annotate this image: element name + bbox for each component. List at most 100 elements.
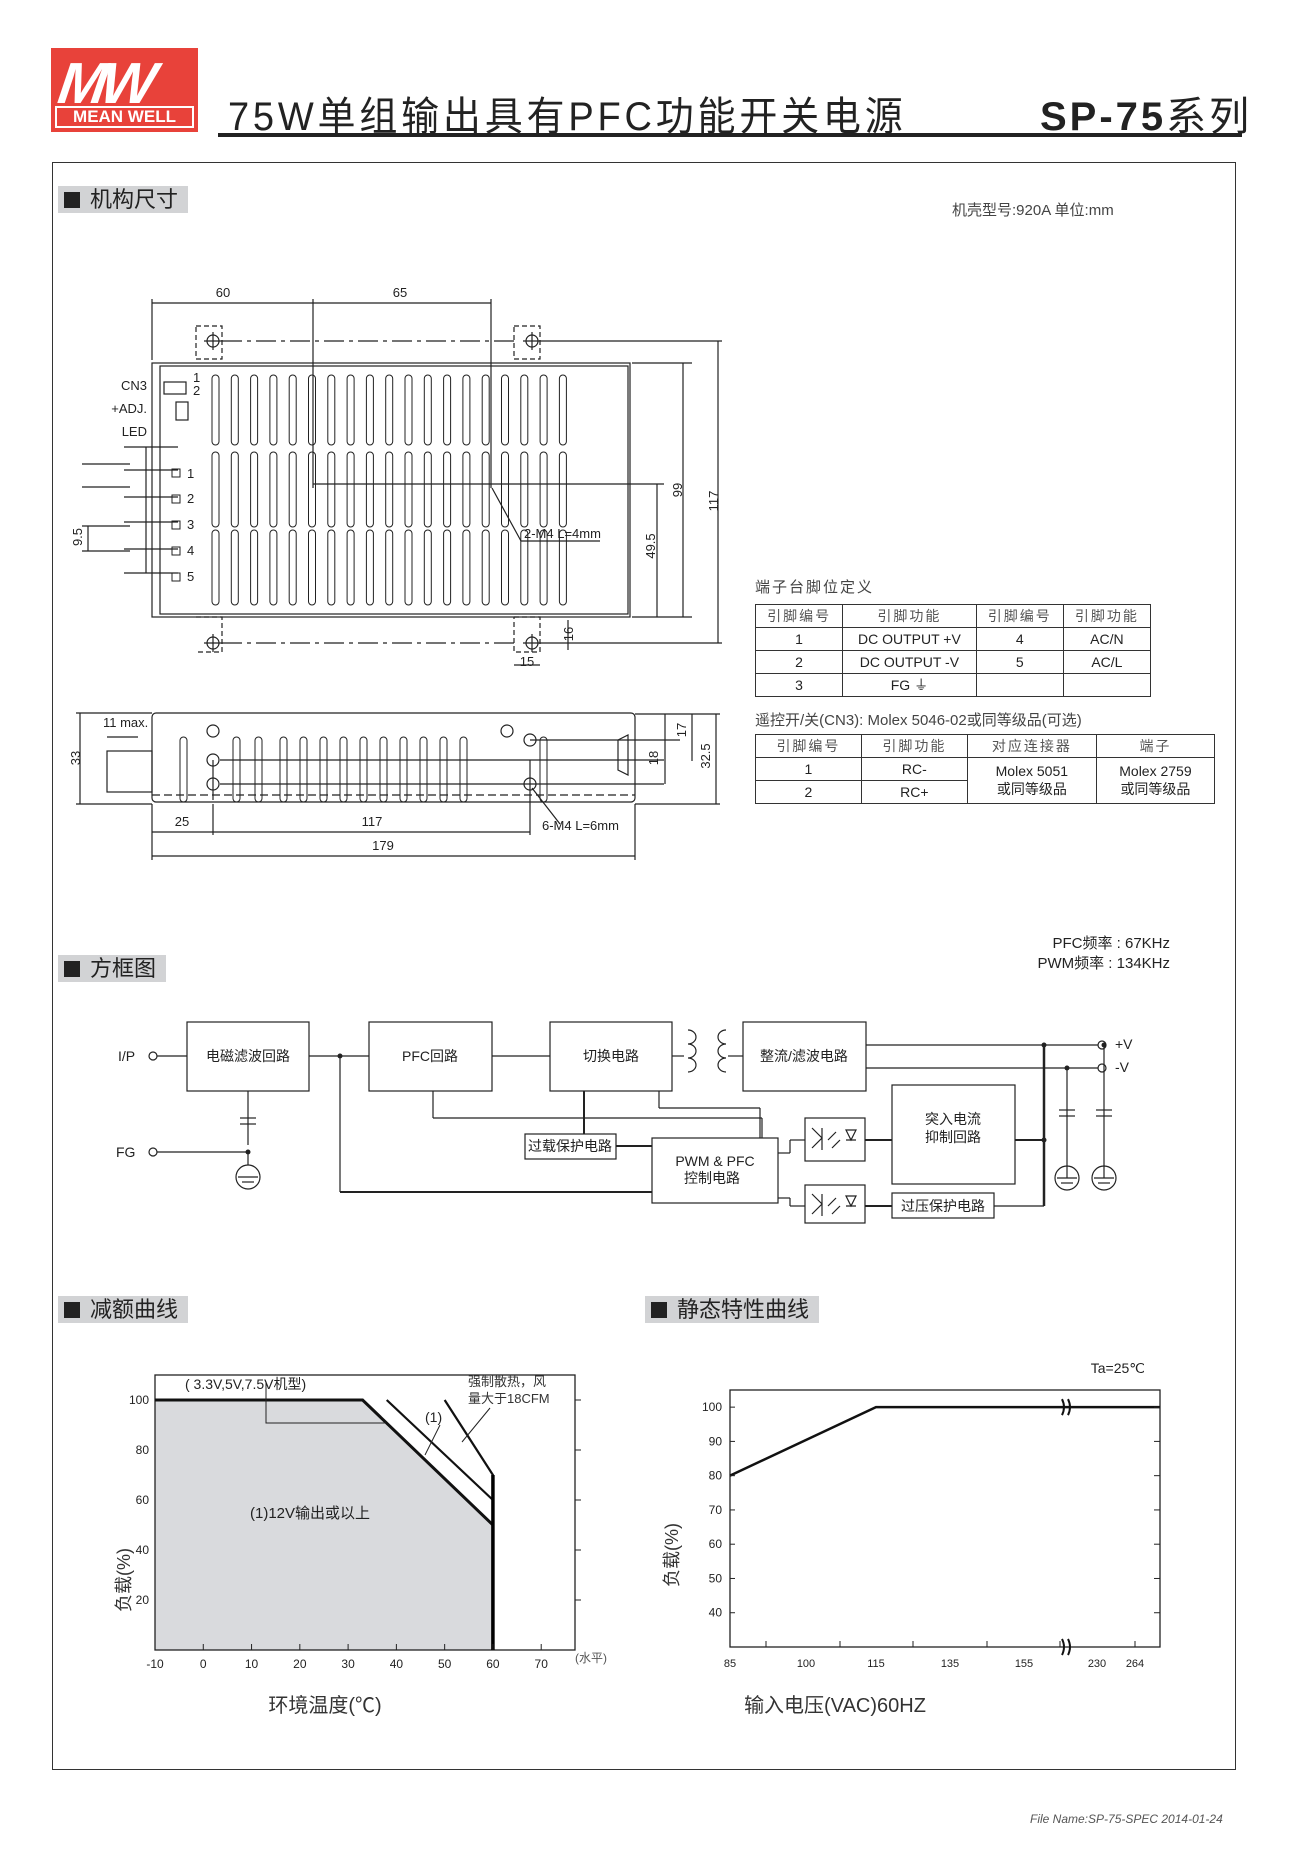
side-vent-slot <box>279 736 288 803</box>
side-vent-slot <box>439 736 448 803</box>
cell: 3 <box>754 673 844 697</box>
vent-slot <box>346 374 355 446</box>
table-row: 1 DC OUTPUT +V 4 AC/N <box>754 627 1152 651</box>
block-inrush-label-1: 突入电流 <box>925 1111 981 1127</box>
static-ylabel: 负载(%) <box>662 1523 682 1587</box>
note-fan-1: 强制散热，风 <box>468 1374 546 1389</box>
note-fan-leader <box>461 1407 491 1443</box>
vent-slot <box>481 529 490 606</box>
vent-slot <box>288 529 297 606</box>
vent-slot <box>462 529 471 606</box>
vent-slot <box>423 451 432 528</box>
vent-slot <box>501 374 509 446</box>
x-tick-label: 20 <box>293 1657 307 1671</box>
vent-slot <box>481 374 490 446</box>
section-bullet <box>651 1302 667 1318</box>
doc-title: 75W单组输出具有PFC功能开关电源 <box>228 95 907 139</box>
derating-area <box>155 1400 493 1650</box>
vent-slot <box>211 451 220 528</box>
section-title: 减额曲线 <box>90 1297 179 1322</box>
pwm-freq: PWM频率 : 134KHz <box>1037 955 1170 972</box>
vent-slot <box>385 374 394 446</box>
note-models: ( 3.3V,5V,7.5V机型) <box>185 1376 306 1392</box>
terminal-equiv: 或同等级品 <box>1120 780 1191 797</box>
cell: 2 <box>755 780 862 804</box>
vent-slot <box>520 451 529 528</box>
cell <box>1062 673 1152 697</box>
cell: FG ⏚ <box>842 673 977 697</box>
cell: DC OUTPUT +V <box>842 627 977 651</box>
dim-60: 60 <box>216 285 230 300</box>
block-olp-label: 过载保护电路 <box>528 1138 612 1154</box>
terminal-3: 3 <box>187 517 194 532</box>
vent-slot <box>269 451 278 528</box>
side-vent-slot <box>539 736 548 803</box>
block-emi-label: 电磁滤波回路 <box>206 1048 290 1064</box>
cell: 1 <box>754 627 844 651</box>
derating-line-1 <box>385 1399 494 1501</box>
vent-slot <box>327 451 336 528</box>
block-ctrl-label-1: PWM & PFC <box>675 1153 754 1169</box>
vent-slot <box>558 529 567 606</box>
vent-slot <box>501 529 509 606</box>
x-tick-label: 155 <box>1015 1658 1033 1670</box>
label-neg-v: -V <box>1115 1059 1130 1075</box>
title-rule <box>218 133 1242 137</box>
cn3-table-title: 遥控开/关(CN3): Molex 5046-02或同等级品(可选) <box>755 712 1082 729</box>
th-pin-func: 引脚功能 <box>860 734 968 758</box>
vent-slot <box>404 374 413 446</box>
section-title: 机构尺寸 <box>90 187 179 212</box>
screw-note-top: 2-M4 L=4mm <box>524 526 601 541</box>
terminal-table-title: 端子台脚位定义 <box>755 579 875 596</box>
y-tick-label: 100 <box>702 1400 722 1414</box>
dim-25: 25 <box>175 814 189 829</box>
cell: AC/L <box>1062 650 1152 674</box>
vent-slot <box>501 451 509 528</box>
vent-slot <box>443 529 452 606</box>
side-vent-slot <box>319 736 328 803</box>
block-switch-label: 切换电路 <box>583 1048 639 1064</box>
footer-file-name: File Name:SP-75-SPEC 2014-01-24 <box>1030 1812 1223 1826</box>
note-12v: (1)12V输出或以上 <box>250 1505 370 1522</box>
vent-slot <box>346 529 355 606</box>
derating-xlabel: 环境温度(℃) <box>268 1694 381 1717</box>
x-tick-label: -10 <box>146 1657 164 1671</box>
side-vent-slot <box>459 736 468 803</box>
axis-break-icon <box>1061 1398 1071 1416</box>
vent-slot <box>539 374 548 446</box>
static-line <box>729 1405 1160 1477</box>
label-cn3: CN3 <box>121 378 147 393</box>
x-tick-label: 100 <box>797 1658 815 1670</box>
y-tick-label: 90 <box>709 1434 723 1448</box>
vent-slot <box>211 529 220 606</box>
dim-33: 33 <box>68 751 83 765</box>
x-tick-label: 135 <box>941 1658 959 1670</box>
vent-slot <box>520 529 529 606</box>
dim-179: 179 <box>372 838 394 853</box>
vent-slot <box>462 374 471 446</box>
section-title: 方框图 <box>90 956 157 981</box>
vent-slot <box>404 451 413 528</box>
side-vent-slot <box>359 736 368 803</box>
dim-18: 18 <box>646 751 661 765</box>
dim-16: 16 <box>561 627 576 641</box>
vent-slot <box>365 529 374 606</box>
y-tick-label: 40 <box>709 1606 723 1620</box>
table-row: 3 FG ⏚ <box>754 673 1152 697</box>
side-vent-slot <box>419 736 428 803</box>
y-tick-label: 60 <box>709 1537 723 1551</box>
vent-slot <box>327 529 336 606</box>
vent-slot <box>269 529 278 606</box>
th-pin-func: 引脚功能 <box>842 604 977 628</box>
derating-ylabel: 负载(%) <box>114 1548 134 1612</box>
th-pin-no-2: 引脚编号 <box>975 604 1064 628</box>
block-inrush-label-2: 抑制回路 <box>925 1129 981 1145</box>
side-vent-slot <box>399 736 408 803</box>
static-frame <box>729 1389 1161 1648</box>
block-ctrl-label-2: 控制电路 <box>684 1170 740 1186</box>
derating-x-unit: (水平) <box>575 1651 607 1665</box>
